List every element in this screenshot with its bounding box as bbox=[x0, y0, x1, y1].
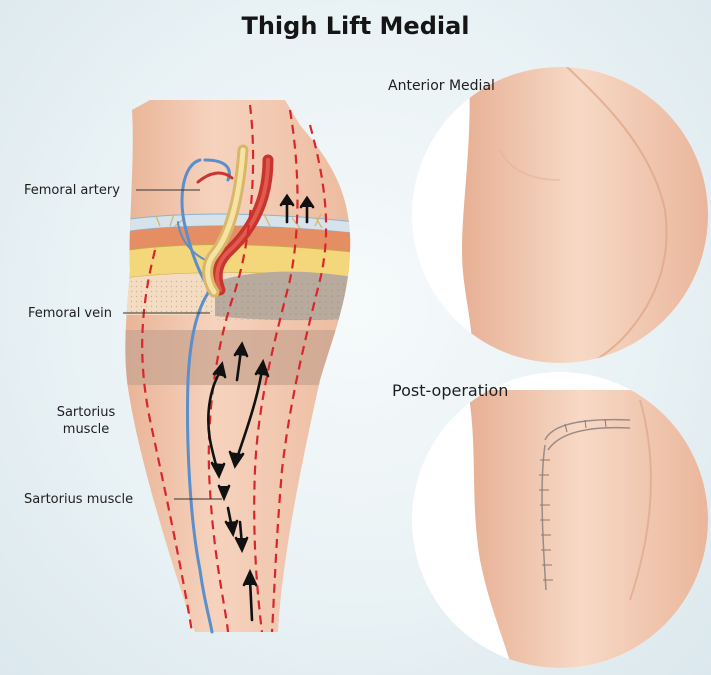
tension-arrows bbox=[207, 193, 315, 622]
anterior-medial-label: Anterior Medial bbox=[388, 78, 495, 94]
femoral-artery-vessel bbox=[196, 144, 274, 298]
anterior-medial-view bbox=[412, 67, 708, 363]
page-title: Thigh Lift Medial bbox=[241, 12, 470, 40]
sartorius-band bbox=[125, 330, 351, 385]
incision-lines bbox=[141, 104, 328, 633]
post-operation-label: Post-operation bbox=[392, 381, 509, 400]
sartorius-label-line2: muscle bbox=[62, 422, 110, 437]
sartorius-muscle-label-stacked: Sartorius muscle bbox=[46, 404, 126, 438]
sartorius-muscle-label: Sartorius muscle bbox=[24, 492, 134, 507]
suture-scar bbox=[541, 418, 631, 591]
femoral-vein-label: Femoral vein bbox=[28, 306, 112, 321]
post-operation-view bbox=[412, 372, 708, 668]
sartorius-label-line1: Sartorius bbox=[56, 405, 116, 420]
femoral-artery-label: Femoral artery bbox=[24, 183, 120, 198]
